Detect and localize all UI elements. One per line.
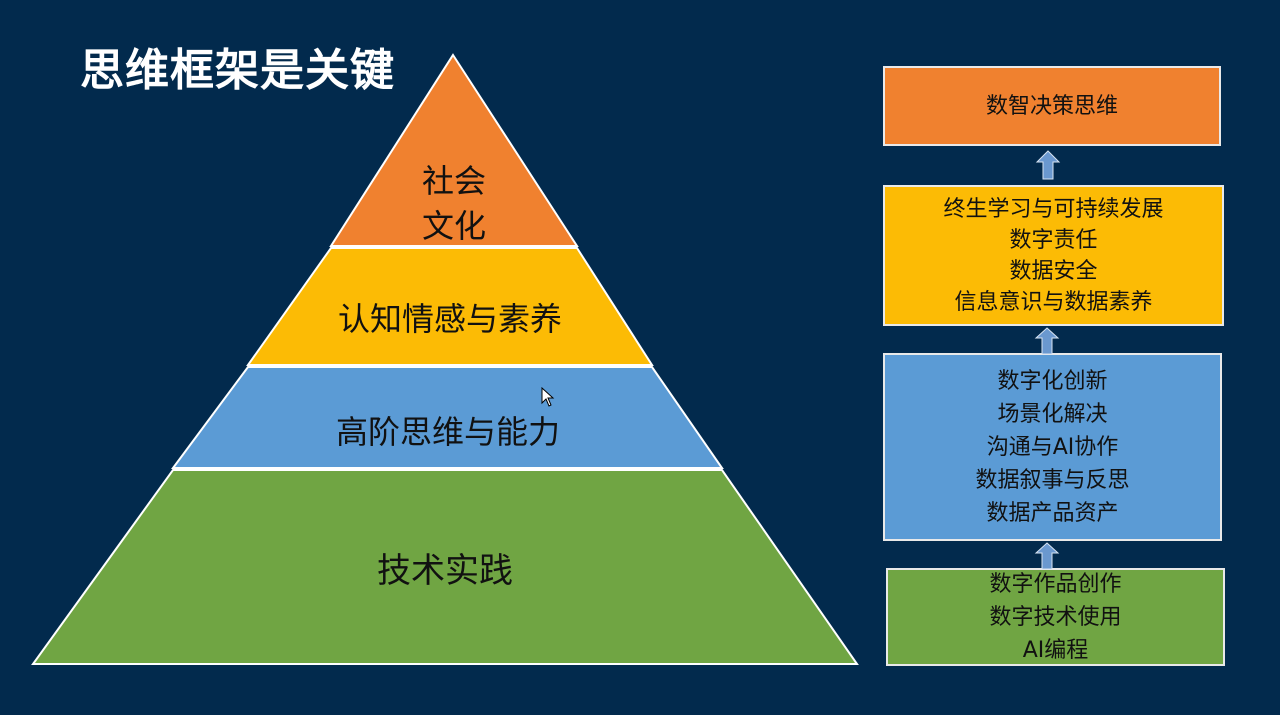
pyramid-label-culture-line1: 社会 <box>422 162 486 200</box>
sidebar-box-literacy: 终生学习与可持续发展 数字责任 数据安全 信息意识与数据素养 <box>883 185 1224 326</box>
sidebar-box-ability-line: 场景化解决 <box>997 401 1108 427</box>
pyramid-label-cognition: 认知情感与素养 <box>338 300 562 338</box>
mouse-cursor-icon <box>541 387 555 407</box>
sidebar-box-ability-line: 数据叙事与反思 <box>975 467 1130 493</box>
pyramid-label-culture-line2: 文化 <box>422 207 486 245</box>
sidebar-box-practice: 数字作品创作 数字技术使用 AI编程 <box>886 568 1225 666</box>
sidebar-box-practice-line: 数字作品创作 <box>989 571 1122 597</box>
pyramid-layer-practice <box>31 469 859 665</box>
sidebar-box-decision: 数智决策思维 <box>883 66 1221 146</box>
up-arrow-icon <box>1034 542 1060 570</box>
pyramid-layer-culture <box>329 53 579 247</box>
slide-title: 思维框架是关键 <box>80 45 395 96</box>
sidebar-box-literacy-line: 终生学习与可持续发展 <box>943 196 1164 222</box>
pyramid-label-thinking: 高阶思维与能力 <box>336 413 560 451</box>
pyramid-layer-cognition <box>246 247 654 366</box>
sidebar-box-ability-line: 数字化创新 <box>997 368 1108 394</box>
sidebar-box-ability: 数字化创新 场景化解决 沟通与AI协作 数据叙事与反思 数据产品资产 <box>883 353 1222 541</box>
pyramid-layer-thinking <box>171 366 724 469</box>
pyramid-label-practice: 技术实践 <box>377 551 513 591</box>
sidebar-box-ability-line: 沟通与AI协作 <box>986 434 1119 460</box>
up-arrow-icon <box>1034 327 1060 355</box>
sidebar-box-literacy-line: 数据安全 <box>1009 258 1098 284</box>
sidebar-box-decision-line: 数智决策思维 <box>985 93 1118 119</box>
up-arrow-icon <box>1035 150 1061 180</box>
sidebar-box-practice-line: 数字技术使用 <box>989 604 1122 630</box>
sidebar-box-literacy-line: 信息意识与数据素养 <box>954 289 1153 315</box>
sidebar-box-practice-line: AI编程 <box>1022 637 1089 663</box>
sidebar-box-ability-line: 数据产品资产 <box>986 500 1119 526</box>
sidebar-box-literacy-line: 数字责任 <box>1009 227 1098 253</box>
